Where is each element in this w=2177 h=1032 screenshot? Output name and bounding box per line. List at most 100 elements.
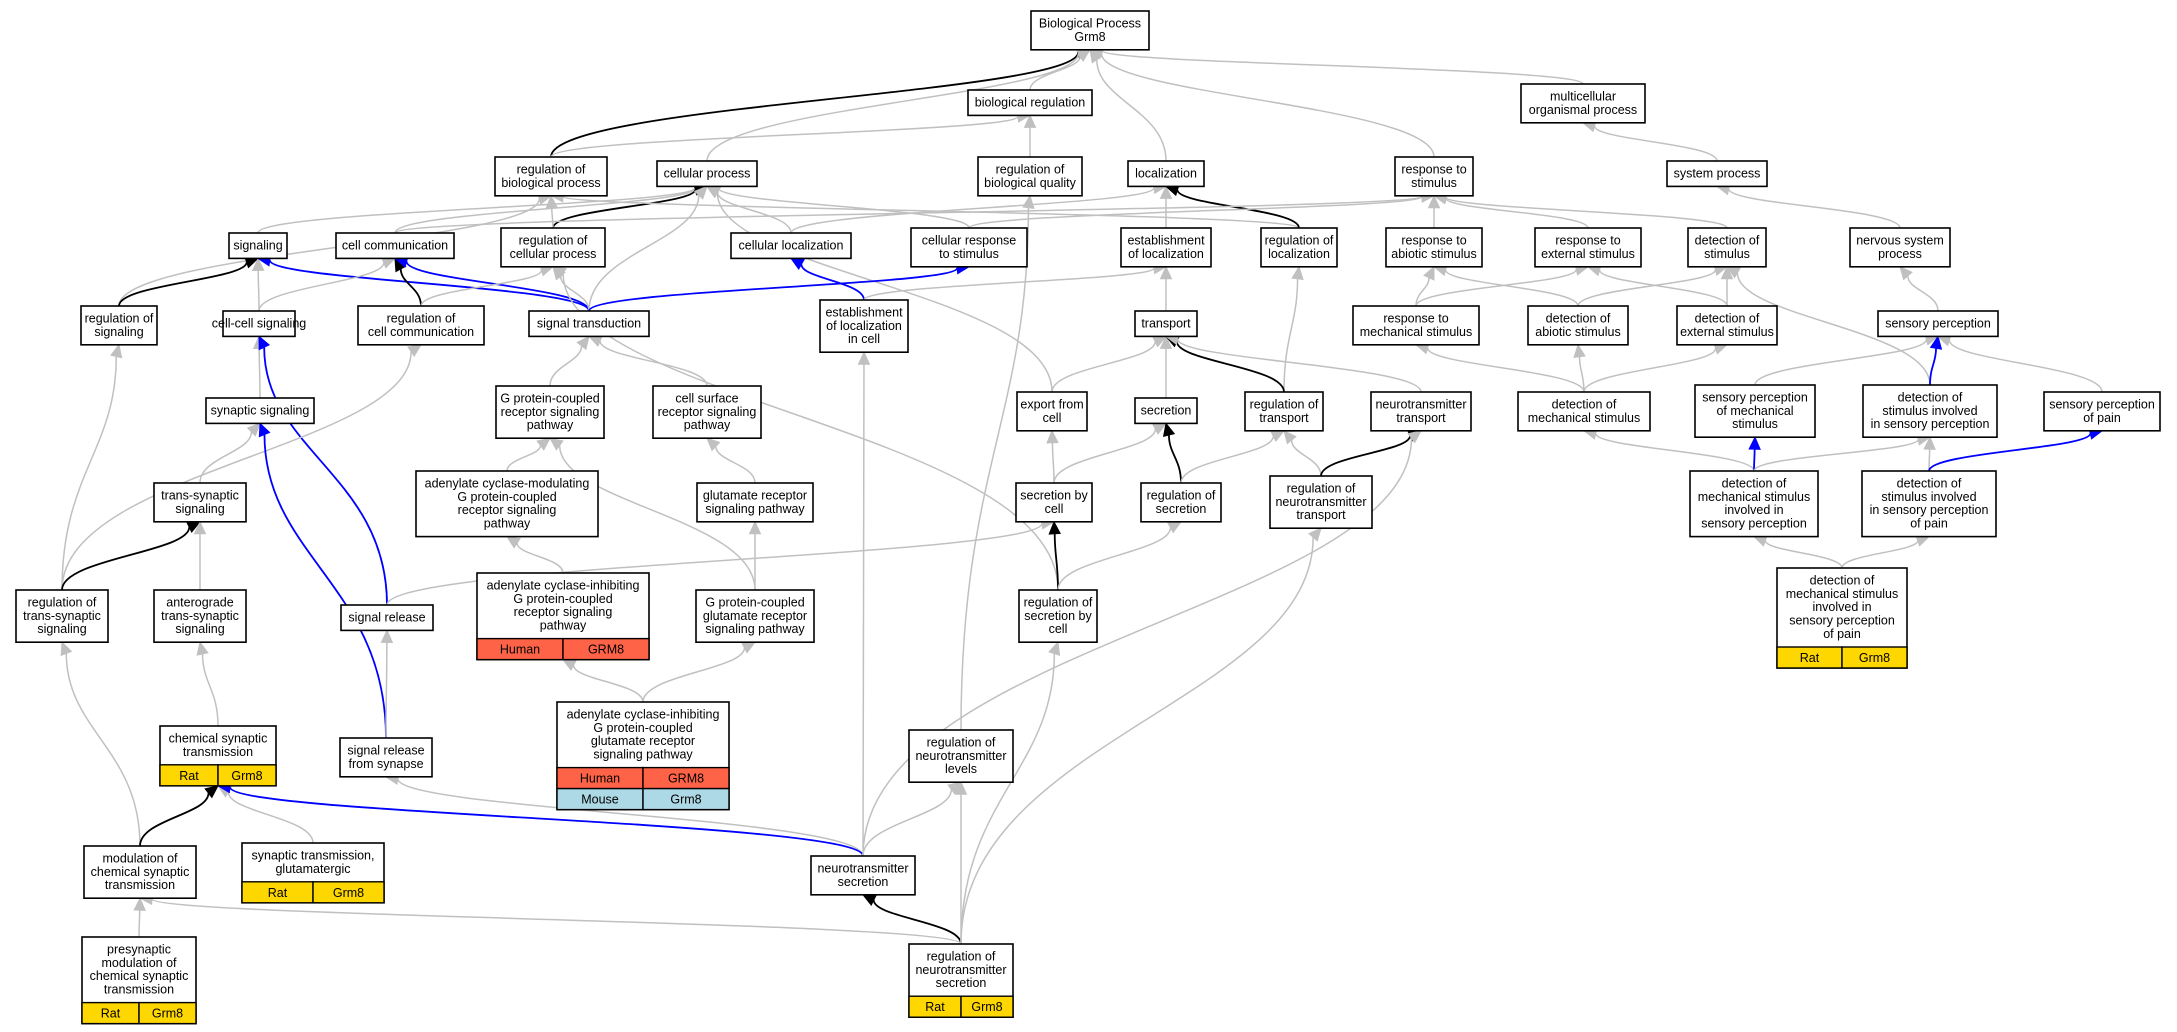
- go-term-box[interactable]: [340, 604, 434, 632]
- go-term-box[interactable]: [1370, 391, 1472, 432]
- go-term-box[interactable]: [967, 89, 1093, 117]
- go-term-box[interactable]: [153, 589, 247, 644]
- go-term-node-sr[interactable]: signal release: [340, 604, 434, 632]
- go-term-node-ccs[interactable]: cell-cell signaling: [212, 310, 307, 338]
- go-term-box[interactable]: [1527, 305, 1629, 346]
- go-term-box[interactable]: [1015, 482, 1093, 523]
- go-term-box[interactable]: [528, 310, 650, 338]
- go-term-box[interactable]: [1016, 391, 1088, 432]
- go-term-box[interactable]: [910, 227, 1028, 268]
- go-term-box[interactable]: [1689, 470, 1819, 538]
- go-term-node-loc[interactable]: localization: [1127, 160, 1205, 188]
- go-term-box[interactable]: [656, 160, 758, 188]
- go-term-box[interactable]: [1134, 310, 1198, 338]
- go-term-box[interactable]: [977, 156, 1083, 197]
- go-term-box[interactable]: [500, 227, 606, 268]
- go-term-box[interactable]: [1877, 310, 1999, 338]
- go-term-node-cp[interactable]: cellular process: [656, 160, 758, 188]
- go-term-box[interactable]: [1018, 589, 1098, 644]
- go-term-box[interactable]: [1244, 391, 1324, 432]
- go-term-box[interactable]: [810, 855, 916, 896]
- go-term-box[interactable]: [1140, 482, 1222, 523]
- go-term-box[interactable]: [1260, 227, 1338, 268]
- go-term-box[interactable]: [339, 737, 433, 778]
- go-term-box[interactable]: [1127, 160, 1205, 188]
- go-term-node-tr[interactable]: transport: [1134, 310, 1198, 338]
- go-term-box[interactable]: [1666, 160, 1768, 188]
- go-term-box[interactable]: [1862, 384, 1998, 439]
- go-term-node-sec[interactable]: secretion: [1134, 397, 1198, 425]
- go-term-box[interactable]: [205, 397, 315, 425]
- go-term-box[interactable]: [228, 232, 288, 260]
- go-term-box[interactable]: [652, 385, 762, 440]
- go-term-box[interactable]: [2043, 391, 2161, 432]
- go-term-box[interactable]: [1385, 227, 1483, 268]
- go-term-node-cl[interactable]: cellular localization: [730, 232, 852, 260]
- go-term-box[interactable]: [15, 589, 109, 644]
- go-term-box[interactable]: [1030, 10, 1150, 51]
- go-term-node-st[interactable]: signal transduction: [528, 310, 650, 338]
- go-term-box[interactable]: [908, 729, 1014, 784]
- go-term-box[interactable]: [1269, 475, 1373, 530]
- go-term-box[interactable]: [222, 310, 296, 338]
- go-term-box[interactable]: [1861, 470, 1997, 538]
- go-term-box[interactable]: [357, 305, 485, 346]
- go-term-box[interactable]: [1134, 397, 1198, 425]
- go-term-box[interactable]: [80, 305, 158, 346]
- go-term-box[interactable]: [1352, 305, 1480, 346]
- go-term-box[interactable]: [153, 482, 247, 523]
- go-term-box[interactable]: [415, 470, 599, 538]
- go-term-box[interactable]: [1520, 83, 1646, 124]
- go-term-box[interactable]: [494, 156, 608, 197]
- go-term-box[interactable]: [1849, 227, 1951, 268]
- go-term-box[interactable]: [1120, 227, 1212, 268]
- go-term-box[interactable]: [1694, 384, 1816, 439]
- go-term-box[interactable]: [1517, 391, 1651, 432]
- go-term-box[interactable]: [1534, 227, 1642, 268]
- go-term-box[interactable]: [335, 232, 455, 260]
- go-term-node-breg[interactable]: biological regulation: [967, 89, 1093, 117]
- go-term-node-ss[interactable]: synaptic signaling: [205, 397, 315, 425]
